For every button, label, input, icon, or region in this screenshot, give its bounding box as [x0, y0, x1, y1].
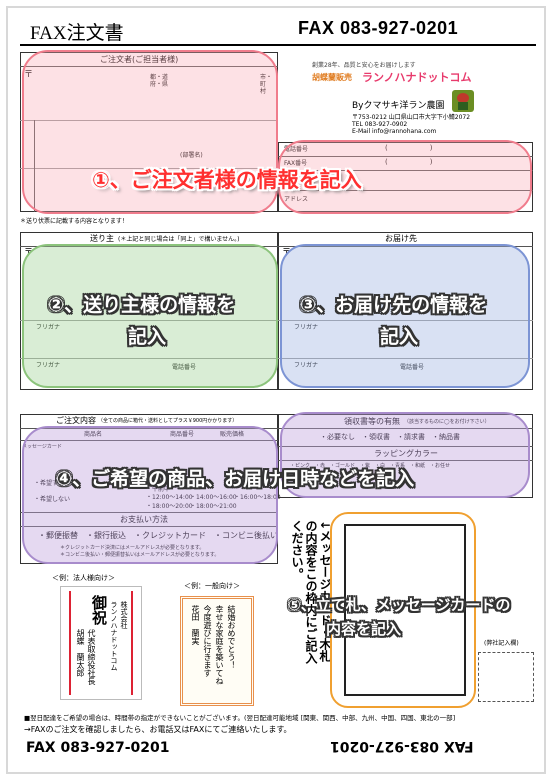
sender-highlight — [22, 244, 278, 388]
footer-note-2: →FAXのご注文を確認しましたら、お電話又はFAXにてご連絡いたします。 — [24, 725, 292, 734]
order-time-1: ・12:00〜14:00 — [146, 494, 193, 501]
example-corporate-company: 株式会社 ランノハナドットコム — [110, 601, 128, 671]
orderer-city-label: 市・町 村 — [260, 74, 273, 95]
order-time-3: ・16:00〜18:00 — [234, 494, 281, 501]
orderer-section-label: ご注文者(ご担当者様) — [100, 55, 179, 64]
orderer-rule — [20, 168, 278, 169]
recipient-section-label: お届け先 — [385, 234, 417, 243]
orderer-rule — [278, 190, 533, 191]
order-time-4: ・18:00〜20:00 — [146, 503, 193, 510]
order-rule — [20, 440, 278, 441]
form-title: FAX注文書 — [30, 23, 124, 44]
receipt-rule — [278, 460, 533, 461]
sender-furigana-2: フリガナ — [36, 362, 61, 369]
address-rule — [20, 246, 533, 247]
order-payment-methods: ・郵便振替 ・銀行振込 ・クレジットカード ・コンビニ後払い — [38, 531, 278, 540]
receipt-section-note: （該当するものに◯をお付け下さい） — [404, 419, 490, 425]
stamp-box — [478, 652, 534, 702]
orderer-company-label: (部署名) — [180, 152, 203, 159]
orderer-note: ＊送り伏票に記載する内容となります！ — [20, 218, 128, 225]
callout-recipient-2: 記入 — [380, 326, 419, 348]
callout-recipient-1: ③、お届け先の情報を — [300, 294, 488, 316]
orderer-prefecture-label: 都・道 府・県 — [150, 74, 169, 88]
receipt-choices: ・必要なし ・領収書 ・請求書 ・納品書 — [320, 433, 460, 441]
order-delivery-label: ・午前中 — [146, 486, 171, 493]
sender-furigana: フリガナ — [36, 324, 61, 331]
example-corporate-card: 御祝 株式会社 ランノハナドットコム 代表取締役社長 胡蝶 蘭太郎 — [60, 586, 142, 700]
shop-brand-prefix: 胡蝶蘭販売 — [312, 73, 352, 82]
order-option-1: ・希望する — [34, 480, 65, 487]
footer-fax-left: FAX 083-927-0201 — [26, 740, 170, 756]
receipt-rule — [278, 428, 533, 429]
recipient-highlight — [280, 244, 530, 388]
receipt-wrapping-label: ラッピングカラー — [374, 449, 438, 458]
example-corporate-title: ＜例：法人様向け＞ — [52, 574, 115, 582]
order-time-2: ・14:00〜16:00 — [190, 494, 237, 501]
message-highlight — [330, 512, 476, 708]
orderer-fax-paren: ( ) — [385, 158, 433, 166]
order-option-2: ・希望しない — [34, 496, 71, 503]
order-col-price: 販売価格 — [220, 431, 245, 438]
shop-brand-name: ランノハナドットコム — [362, 71, 472, 84]
orderer-phone-highlight — [278, 140, 532, 214]
order-highlight — [22, 426, 278, 564]
order-payment-note-1: ＊クレジットカード決済にはメールアドレスが必要となります。 — [60, 545, 205, 551]
shop-maker: Byクマサキ洋ラン農園 — [352, 101, 445, 111]
order-col-number: 商品番号 — [170, 431, 195, 438]
receipt-section-label: 領収書等の有無 — [344, 417, 400, 426]
example-personal-text: 結婚おめでとう！ 幸せな家庭を築いてね 今度遊びに行きます 花田 蘭実 — [191, 605, 236, 685]
shop-tagline: 創業28年、品質と安心をお届けします — [312, 62, 416, 69]
order-rule — [20, 428, 278, 429]
order-section-label: ご注文内容 — [56, 416, 96, 425]
stamp-label: (弊社記入欄) — [484, 640, 519, 647]
example-personal-title: ＜例：一般向け＞ — [184, 582, 240, 590]
sender-section-note: (＊上記と同じ場合は「同上」で構いません。) — [118, 236, 240, 243]
callout-sender-1: ②、送り主様の情報を — [48, 294, 236, 316]
shop-logo-icon — [452, 90, 474, 112]
recipient-phone-label: 電話番号 — [400, 364, 425, 371]
sender-phone-label: 電話番号 — [172, 364, 197, 371]
shop-email: E-Mail info@rannohana.com — [352, 128, 437, 135]
recipient-box — [278, 232, 533, 390]
order-time-5: ・18:00〜21:00 — [190, 503, 237, 510]
order-payment-note-2: ＊コンビニ後払い・郵便振替払いはメールアドレスが必要となります。 — [60, 552, 220, 558]
callout-order: ④、ご希望の商品、お届け日時などを記入 — [56, 468, 415, 490]
orderer-highlight — [22, 50, 278, 214]
footer-fax-right-flipped: FAX 083-927-0201 — [330, 738, 474, 754]
ribbon-line — [131, 591, 133, 695]
example-personal-card: 結婚おめでとう！ 幸せな家庭を築いてね 今度遊びに行きます 花田 蘭実 — [180, 596, 254, 706]
message-card-frame[interactable] — [344, 524, 466, 696]
callout-message-1: ⑤、立て札、メッセージカードの — [288, 596, 511, 614]
order-rule — [20, 526, 278, 527]
order-payment-label: お支払い方法 — [120, 515, 168, 524]
orderer-phone-paren: ( ) — [385, 144, 433, 152]
orderer-rule — [20, 120, 278, 121]
header-rule — [20, 44, 536, 46]
receipt-rule — [278, 446, 533, 447]
page-frame — [6, 6, 546, 774]
shop-address: 〒753-0212 山口県山口市大字下小鯖2072 — [352, 114, 471, 121]
orderer-rule — [34, 120, 35, 212]
order-rule — [20, 512, 278, 513]
order-section-note: （全ての商品に箱代・送料としてプラス￥900円かかります） — [98, 418, 238, 424]
order-col-product: 商品名 — [84, 431, 103, 438]
receipt-highlight — [280, 412, 530, 498]
recipient-furigana-2: フリガナ — [294, 362, 319, 369]
callout-sender-2: 記入 — [128, 326, 167, 348]
message-instruction: ↓メッセージカード・木札の内容をこの枠内にご記入ください。 — [290, 520, 332, 664]
header-fax-number: FAX 083-927-0201 — [298, 18, 459, 38]
callout-orderer: ①、ご注文者様の情報を記入 — [92, 168, 362, 192]
ribbon-line — [69, 591, 71, 695]
orderer-rule — [20, 66, 278, 67]
sender-section-label: 送り主 — [90, 234, 114, 243]
shop-tel: TEL 083-927-0902 — [352, 121, 408, 128]
receipt-wrapping-choices: ・ピンク ・赤 ・ゴールド ・紫 ・白 ・青系 ・和紙 ・お任せ — [290, 463, 451, 469]
example-corporate-person: 代表取締役社長 胡蝶 蘭太郎 — [76, 629, 96, 685]
callout-message-2: 内容を記入 — [326, 620, 402, 638]
footer-note-1: ■翌日配達をご希望の場合は、時間帯の指定ができないことがございます。(翌日配達可… — [24, 714, 456, 722]
orderer-rule — [278, 170, 533, 171]
recipient-furigana: フリガナ — [294, 324, 319, 331]
orderer-rule — [278, 156, 533, 157]
example-corporate-main: 御祝 — [90, 595, 108, 625]
